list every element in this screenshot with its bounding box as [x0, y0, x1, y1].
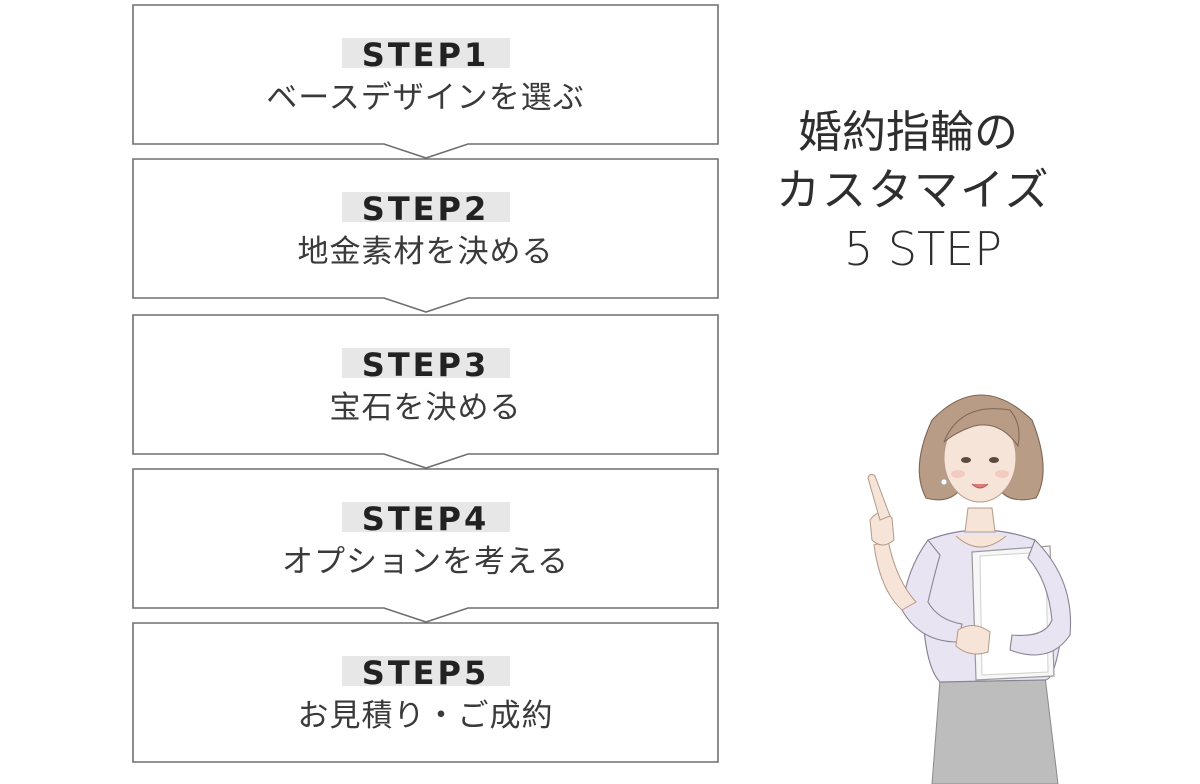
step-5: STEP5 お見積り・ご成約 — [133, 623, 718, 762]
woman-pointing-illustration — [867, 394, 1072, 784]
step-3-text: 宝石を決める — [329, 390, 522, 426]
step-4: STEP4 オプションを考える — [133, 469, 718, 608]
step-1-label: STEP1 — [341, 38, 510, 72]
step-4-text: オプションを考える — [281, 544, 570, 580]
step-2-label: STEP2 — [341, 192, 510, 226]
step-5-text: お見積り・ご成約 — [297, 698, 554, 734]
step-2-text: 地金素材を決める — [297, 234, 554, 270]
step-3: STEP3 宝石を決める — [133, 315, 718, 454]
title-line-2: カスタマイズ — [776, 165, 1051, 216]
step-2: STEP2 地金素材を決める — [133, 159, 718, 298]
step-1: STEP1 ベースデザインを選ぶ — [133, 5, 718, 144]
title-line-1: 婚約指輪の — [798, 107, 1018, 158]
step-3-label: STEP3 — [341, 348, 510, 382]
step-5-label: STEP5 — [341, 656, 510, 690]
diagram-title: 婚約指輪の カスタマイズ 5 STEP — [760, 104, 1080, 278]
step-1-text: ベースデザインを選ぶ — [266, 80, 585, 116]
step-4-label: STEP4 — [341, 502, 510, 536]
title-line-3: 5 STEP — [844, 222, 1002, 276]
